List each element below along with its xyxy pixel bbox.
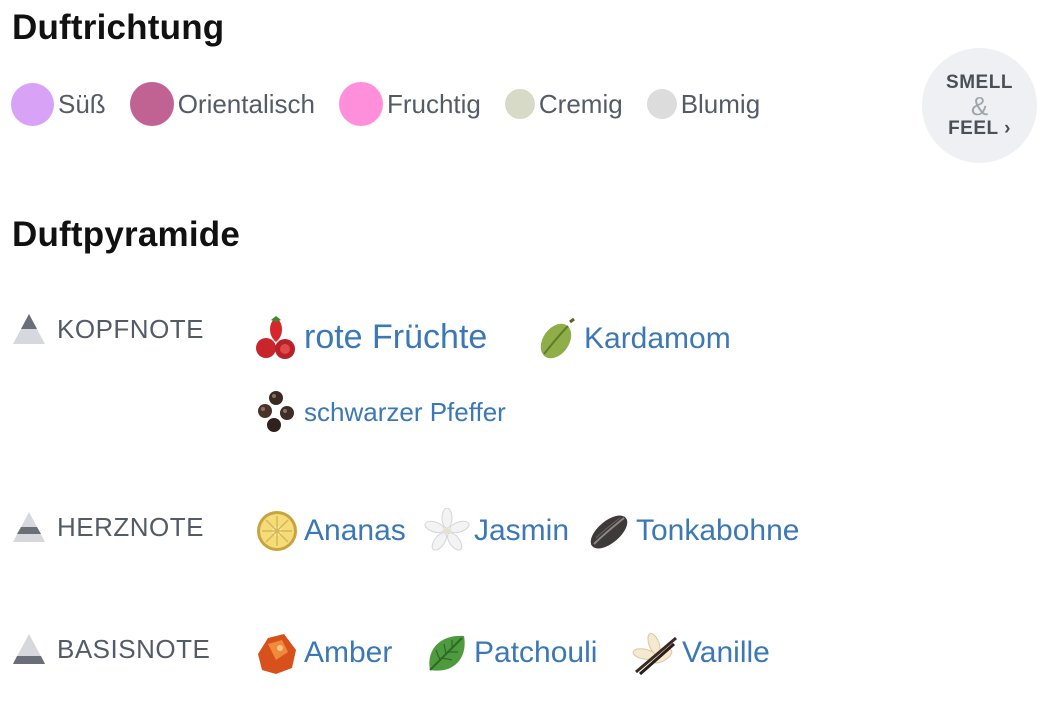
accord-color-dot bbox=[338, 82, 383, 126]
pineapple-icon bbox=[257, 511, 297, 551]
ingredient-tonkabohne[interactable]: Tonkabohne bbox=[586, 508, 799, 554]
ingredient-name: Amber bbox=[304, 636, 393, 669]
note-row-top: KOPFNOTE bbox=[11, 312, 204, 346]
accord-color-dot bbox=[504, 89, 535, 119]
ingredient-name: Jasmin bbox=[474, 514, 570, 547]
ingredient-name: Kardamom bbox=[584, 322, 731, 355]
pyramid-top-icon bbox=[13, 314, 45, 344]
ingredient-schwarzer-pfeffer[interactable]: schwarzer Pfeffer bbox=[254, 389, 506, 435]
accord-suess[interactable]: Süß bbox=[11, 82, 106, 126]
ingredient-vanille[interactable]: Vanille bbox=[632, 630, 770, 676]
ingredient-name: Patchouli bbox=[474, 636, 598, 669]
note-label-heart: HERZNOTE bbox=[57, 511, 204, 542]
ingredient-amber[interactable]: Amber bbox=[254, 630, 392, 676]
accord-fruchtig[interactable]: Fruchtig bbox=[338, 82, 481, 126]
accord-blumig[interactable]: Blumig bbox=[646, 88, 761, 120]
cardamom-icon bbox=[540, 317, 575, 359]
tonka-bean-icon bbox=[590, 515, 628, 549]
accord-color-dot bbox=[11, 82, 54, 126]
section-title-duftrichtung: Duftrichtung bbox=[12, 8, 225, 47]
ingredient-name: Ananas bbox=[304, 514, 406, 547]
ingredient-name: Vanille bbox=[682, 636, 770, 669]
smell-feel-button[interactable]: SMELL & FEEL › bbox=[922, 48, 1037, 163]
smell-feel-top: SMELL bbox=[946, 71, 1013, 93]
accord-label: Cremig bbox=[538, 88, 623, 119]
ingredient-rote-fruechte[interactable]: rote Früchte bbox=[254, 314, 487, 360]
accord-color-dot bbox=[646, 89, 677, 119]
section-title-duftpyramide: Duftpyramide bbox=[12, 215, 240, 254]
note-row-heart: HERZNOTE bbox=[11, 510, 204, 544]
ingredient-name: rote Früchte bbox=[304, 317, 488, 356]
ingredient-name: schwarzer Pfeffer bbox=[304, 396, 506, 427]
accord-color-dot bbox=[129, 82, 174, 126]
accord-label: Orientalisch bbox=[177, 88, 315, 119]
ingredient-kardamom[interactable]: Kardamom bbox=[534, 316, 731, 362]
ingredient-name: Tonkabohne bbox=[636, 514, 800, 547]
smell-feel-bottom: FEEL › bbox=[948, 117, 1011, 139]
jasmine-icon bbox=[424, 508, 470, 551]
accord-label: Fruchtig bbox=[386, 88, 481, 119]
smell-feel-ampersand: & bbox=[970, 90, 989, 121]
pyramid-base-icon bbox=[13, 634, 45, 664]
accord-label: Blumig bbox=[680, 88, 761, 119]
note-label-top: KOPFNOTE bbox=[57, 313, 205, 344]
patchouli-icon bbox=[429, 635, 465, 671]
accord-list: Süß Orientalisch Fruchtig Cremig Blumig bbox=[11, 82, 784, 126]
note-label-base: BASISNOTE bbox=[57, 633, 211, 664]
accord-label: Süß bbox=[58, 88, 106, 119]
note-row-base: BASISNOTE bbox=[11, 632, 210, 666]
accord-cremig[interactable]: Cremig bbox=[504, 88, 623, 120]
pyramid-heart-icon bbox=[13, 512, 45, 542]
ingredient-jasmin[interactable]: Jasmin bbox=[424, 508, 569, 554]
accord-orientalisch[interactable]: Orientalisch bbox=[129, 82, 315, 126]
black-pepper-icon bbox=[258, 391, 294, 432]
red-fruits-icon bbox=[256, 316, 295, 359]
ingredient-patchouli[interactable]: Patchouli bbox=[424, 630, 597, 676]
amber-icon bbox=[258, 634, 296, 674]
vanilla-icon bbox=[632, 633, 677, 676]
ingredient-ananas[interactable]: Ananas bbox=[254, 508, 406, 554]
